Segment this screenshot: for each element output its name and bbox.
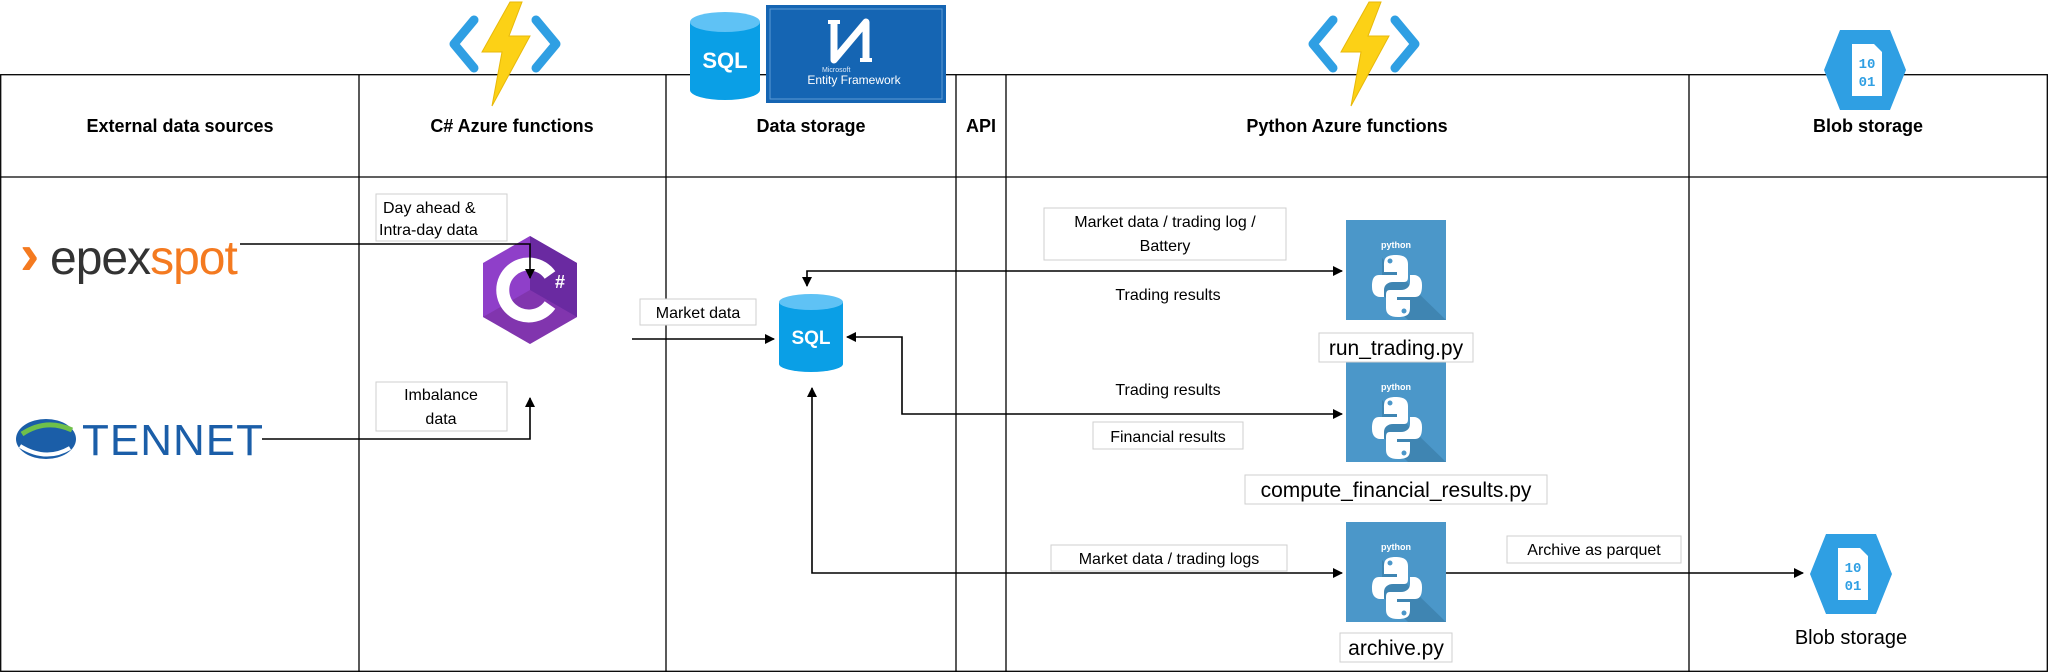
label-compute-financial: compute_financial_results.py (1261, 479, 1532, 502)
label-imbalance: Imbalance (404, 387, 478, 404)
svg-text:SQL: SQL (702, 48, 747, 73)
edge-epex-to-csharp (240, 243, 535, 279)
edge-sql-archive (807, 387, 1343, 578)
svg-text:python: python (1381, 542, 1411, 552)
label-box-market-data (639, 298, 757, 326)
label-run-trading: run_trading.py (1329, 337, 1464, 360)
blob-storage-header-icon: 10 01 (1824, 30, 1906, 110)
label-box-fin-output (1092, 421, 1244, 450)
edge-tennet-to-csharp (262, 397, 535, 440)
python-archive-icon: python (1346, 522, 1446, 622)
label-box-archive-output (1506, 535, 1682, 564)
header-api: API (966, 116, 996, 136)
label-market-data: Market data (656, 305, 741, 322)
blob-storage-icon: 10 01 (1810, 534, 1892, 614)
header-external-data-sources: External data sources (86, 116, 273, 136)
label-archive-output: Archive as parquet (1527, 542, 1661, 559)
entity-framework-logo: Microsoft Entity Framework (766, 5, 946, 103)
label-box-run-input (1043, 207, 1287, 261)
label-box-compute-financial (1244, 474, 1548, 505)
label-box-archive (1339, 632, 1453, 663)
azure-functions-icon (1308, 1, 1420, 107)
label-archive-input: Market data / trading logs (1079, 551, 1260, 568)
header-python-azure-functions: Python Azure functions (1246, 116, 1447, 136)
label-box-day-ahead (375, 193, 508, 242)
svg-text:10: 10 (1859, 57, 1876, 73)
svg-text:python: python (1381, 240, 1411, 250)
svg-text:python: python (1381, 382, 1411, 392)
header-data-storage: Data storage (756, 116, 865, 136)
svg-text:TENNET: TENNET (82, 416, 264, 465)
tennet-logo: TENNET (16, 416, 264, 465)
header-blob-storage: Blob storage (1813, 116, 1923, 136)
sql-database-icon: SQL (779, 294, 843, 372)
svg-text:Microsoft: Microsoft (822, 67, 850, 74)
azure-functions-icon (449, 1, 561, 107)
svg-text:10: 10 (1845, 561, 1862, 577)
label-intra-day: Intra-day data (379, 222, 478, 239)
label-fin-output: Financial results (1110, 429, 1226, 446)
csharp-logo: C# # (483, 236, 577, 344)
label-day-ahead: Day ahead & (383, 200, 476, 217)
swimlane-frame (0, 74, 2048, 672)
svg-text:Entity Framework: Entity Framework (807, 73, 901, 87)
epex-spot-logo: › epexspot (20, 222, 238, 287)
label-box-imbalance (375, 381, 508, 432)
svg-text:#: # (555, 272, 565, 292)
connectors (240, 243, 1804, 578)
python-compute-financial-icon: python (1346, 362, 1446, 462)
label-box-archive-input (1050, 544, 1288, 572)
label-box-run-trading (1318, 332, 1474, 363)
svg-text:01: 01 (1859, 75, 1876, 91)
label-archive: archive.py (1348, 637, 1444, 660)
svg-text:01: 01 (1845, 579, 1862, 595)
edge-sql-run-trading (802, 266, 1343, 287)
sql-database-header-icon: SQL (690, 12, 760, 100)
label-run-input-1: Market data / trading log / (1074, 214, 1256, 231)
edge-sql-compute-financial (846, 332, 1343, 419)
python-run-trading-icon: python (1346, 220, 1446, 320)
label-run-input-2: Battery (1140, 238, 1191, 255)
svg-text:epexspot: epexspot (50, 232, 237, 285)
svg-text:SQL: SQL (791, 328, 830, 349)
label-fin-input: Trading results (1115, 382, 1220, 399)
header-csharp-azure-functions: C# Azure functions (430, 116, 593, 136)
label-run-output: Trading results (1115, 287, 1220, 304)
blob-storage-caption: Blob storage (1795, 627, 1907, 649)
label-imbalance-data: data (425, 411, 456, 428)
svg-text:›: › (20, 222, 39, 287)
